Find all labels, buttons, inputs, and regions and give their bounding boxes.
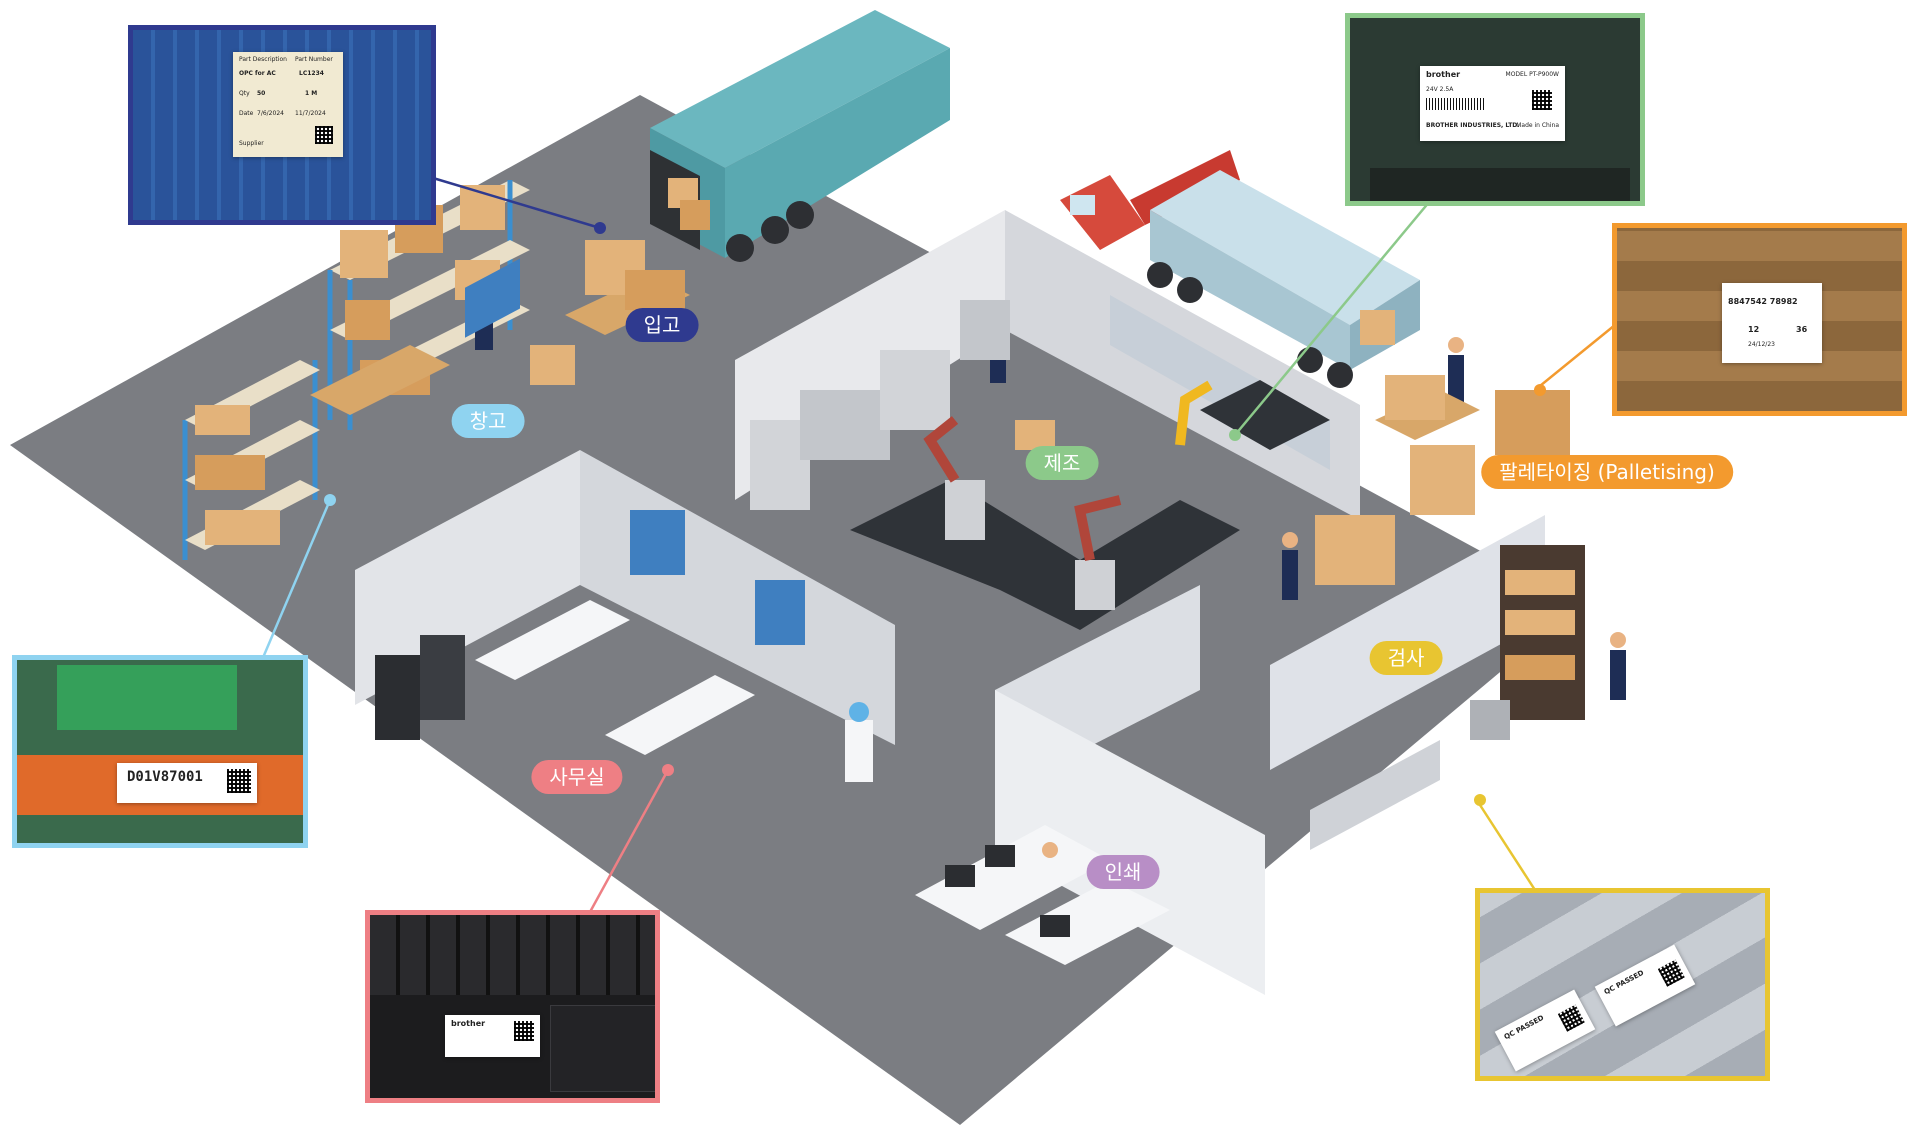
- lot-value: 1 M: [305, 90, 318, 97]
- palletising-pallets: [1315, 375, 1570, 585]
- printer-model: MODEL PT-P900W: [1505, 71, 1559, 78]
- date-label: Date: [239, 110, 254, 117]
- laptop-trackpad: [550, 1005, 655, 1092]
- printer-barcode: [1426, 98, 1486, 110]
- printer-maker: BROTHER INDUSTRIES, LTD.: [1426, 122, 1520, 129]
- zone-label-office[interactable]: 사무실: [531, 760, 623, 794]
- qty-value: 50: [257, 90, 266, 97]
- receiving-truck: [650, 10, 950, 262]
- callout-connectors: [260, 176, 1616, 913]
- part-number-label: Part Number: [295, 56, 333, 63]
- printer-brand: brother: [1426, 70, 1461, 79]
- part-description-label: Part Description: [239, 56, 287, 63]
- pallet-code: 8847542 78982: [1728, 297, 1798, 306]
- zone-label-printing[interactable]: 인쇄: [1086, 855, 1160, 889]
- zone-label-manufacturing[interactable]: 제조: [1025, 446, 1099, 480]
- zone-label-warehouse[interactable]: 창고: [451, 404, 525, 438]
- zone-label-inspection[interactable]: 검사: [1369, 641, 1443, 675]
- receiving-part-label: Part Description Part Number OPC for AC …: [233, 52, 343, 157]
- pallet-qty: 36: [1796, 325, 1808, 334]
- shelf-qr-code: [227, 769, 251, 793]
- zone-label-receiving[interactable]: 입고: [625, 308, 699, 342]
- qc-label-callout: QC PASSED QC PASSED: [1475, 888, 1770, 1081]
- zone-label-palletising[interactable]: 팔레타이징 (Palletising): [1481, 455, 1733, 489]
- date-value: 7/6/2024: [257, 110, 284, 117]
- pallet-label: 8847542 78982 12 36 24/12/23: [1722, 283, 1822, 363]
- laptop-asset-label: brother: [445, 1015, 540, 1057]
- printer-voltage: 24V 2.5A: [1426, 86, 1454, 93]
- printer-rating-label: brother MODEL PT-P900W 24V 2.5A BROTHER …: [1420, 66, 1565, 141]
- receiving-pallets: [310, 240, 690, 415]
- printer-origin: Made in China: [1516, 122, 1559, 129]
- laptop-label-brand: brother: [451, 1019, 486, 1028]
- receiving-label-callout: Part Description Part Number OPC for AC …: [128, 25, 436, 225]
- pallet-count: 12: [1748, 325, 1760, 334]
- office-area: [355, 258, 895, 782]
- printer-ports: [1370, 168, 1630, 201]
- shelf-label: D01V87001: [117, 763, 257, 803]
- laptop-label-callout: brother: [365, 910, 660, 1103]
- laptop-qr-code: [514, 1021, 534, 1041]
- receiving-qr-code: [315, 126, 333, 144]
- pallet-date: 24/12/23: [1748, 341, 1775, 348]
- green-bin: [57, 665, 237, 730]
- manufacturing-area: [735, 210, 1360, 630]
- printer-qr-code: [1532, 90, 1552, 110]
- printer-label-callout: brother MODEL PT-P900W 24V 2.5A BROTHER …: [1345, 13, 1645, 206]
- printing-area: [915, 585, 1265, 995]
- part-number-value: LC1234: [299, 70, 324, 77]
- shelf-label-callout: D01V87001: [12, 655, 308, 848]
- due-date-value: 11/7/2024: [295, 110, 326, 117]
- qc-qr-code-1: [1657, 959, 1685, 987]
- shelf-label-code: D01V87001: [127, 769, 203, 785]
- qty-label: Qty: [239, 90, 250, 97]
- shipping-truck: [1060, 150, 1420, 388]
- supplier-label: Supplier: [239, 140, 264, 147]
- laptop-keyboard: [370, 915, 655, 995]
- pallet-label-callout: 8847542 78982 12 36 24/12/23: [1612, 223, 1907, 416]
- qc-qr-code-2: [1557, 1004, 1585, 1032]
- part-description-value: OPC for AC: [239, 70, 276, 77]
